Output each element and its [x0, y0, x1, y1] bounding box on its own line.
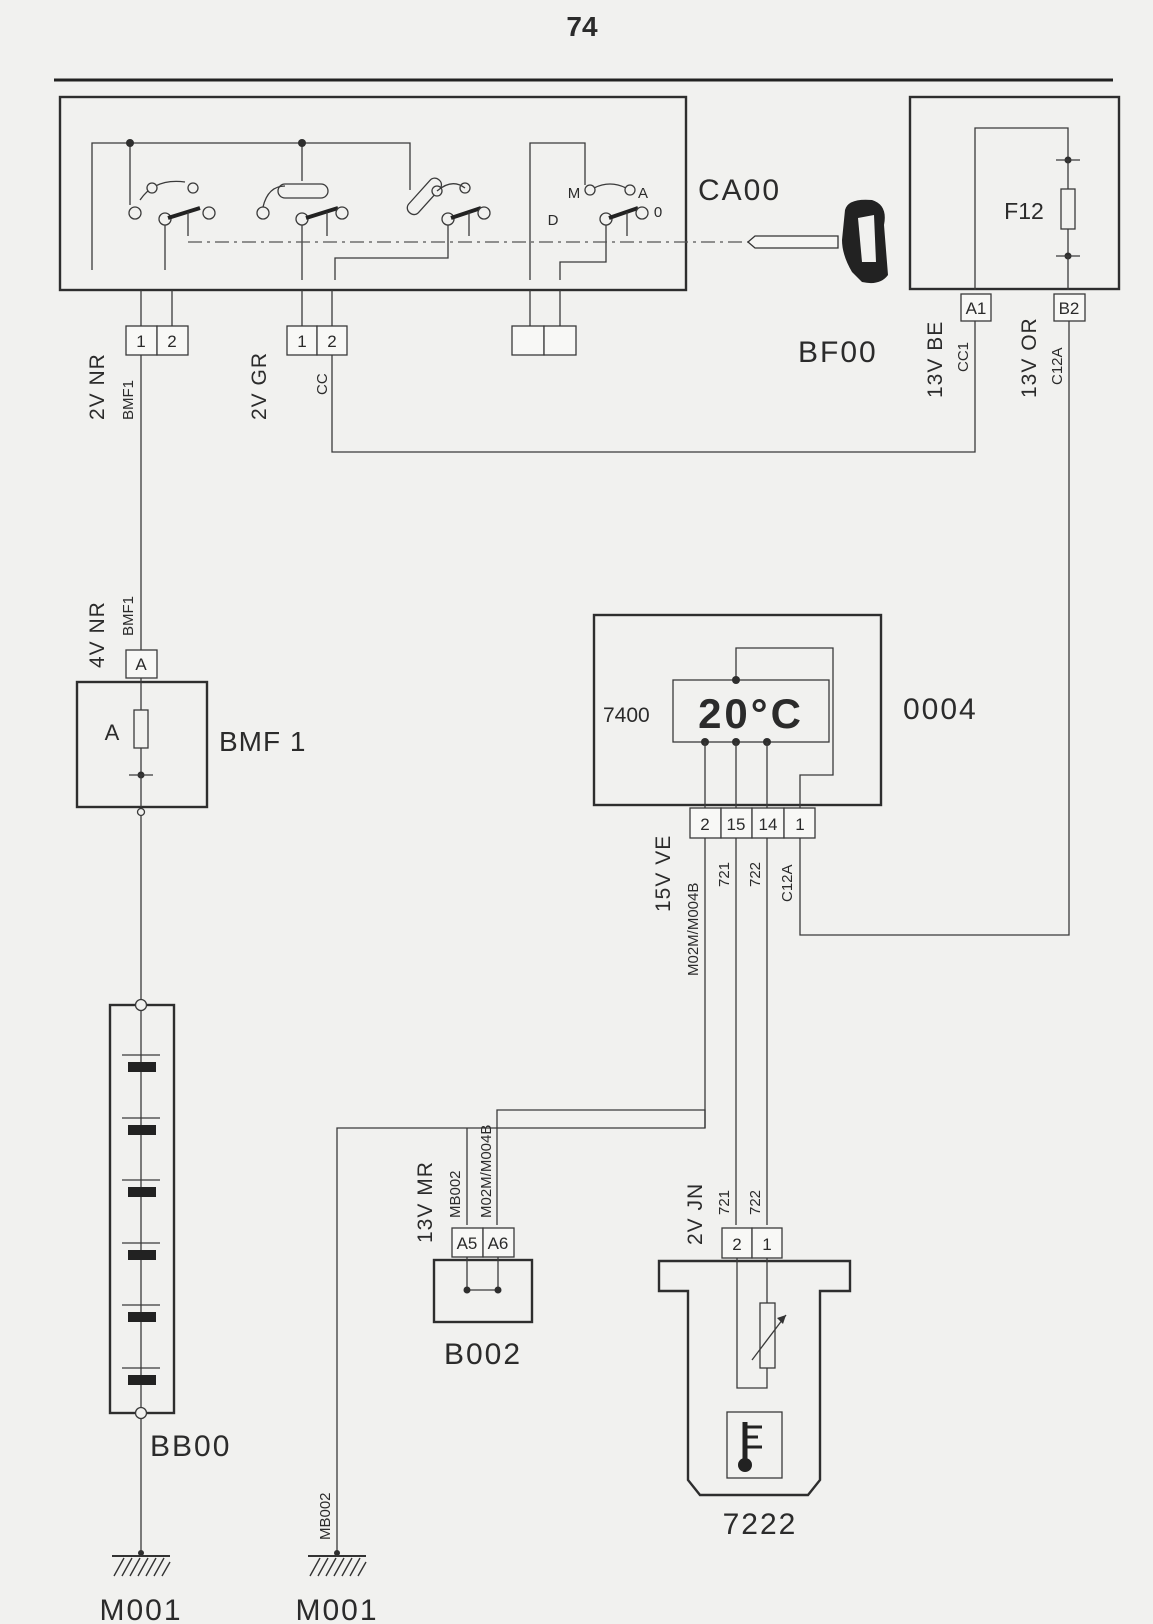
svg-text:2: 2 [327, 332, 336, 351]
svg-text:M001: M001 [295, 1594, 378, 1624]
switch-pos-d: D [548, 212, 559, 229]
wire-label-2v-nr: 2V NR [86, 353, 109, 420]
fuse-f12: F12 [1004, 198, 1044, 224]
sensor-code: 7222 [723, 1508, 798, 1541]
wire-mb002 [336, 838, 706, 1553]
earth-m001-left: M001 [99, 1550, 182, 1624]
wire-label-m02m-display: M02M/M004B [685, 883, 702, 976]
wire-label-mb002-b002: MB002 [447, 1170, 464, 1218]
fusebox-bf00-code: BF00 [798, 336, 878, 369]
svg-text:1: 1 [795, 815, 804, 834]
svg-text:A: A [135, 655, 147, 674]
wire-cc [331, 321, 976, 453]
wire-label-2v-jn: 2V JN [684, 1183, 707, 1245]
switch-code: CA00 [698, 174, 781, 207]
svg-text:B2: B2 [1059, 299, 1080, 318]
svg-text:1: 1 [762, 1235, 771, 1254]
wire-label-721-sensor: 721 [716, 1190, 733, 1215]
svg-text:15: 15 [727, 815, 746, 834]
display-reading: 20°C [698, 690, 804, 737]
wire-label-721-display: 721 [716, 862, 733, 887]
ignition-switch-ca00: M A D 0 CA00 [58, 95, 781, 292]
wire-label-mb002-bottom: MB002 [317, 1492, 334, 1540]
ground-block-code: B002 [444, 1338, 522, 1371]
svg-text:2: 2 [700, 815, 709, 834]
wire-label-cc1: CC1 [955, 342, 972, 372]
svg-text:A5: A5 [457, 1234, 478, 1253]
module-7400: 7400 [603, 704, 650, 727]
bf00-pin-b2: B2 [1053, 293, 1086, 322]
wire-label-c12a-top: C12A [1049, 347, 1066, 385]
earth-m001-right: M001 [295, 1550, 378, 1624]
display-code: 0004 [903, 693, 978, 726]
ca00-connector-mid: 1 2 [286, 290, 348, 356]
switch-pos-a: A [638, 185, 648, 202]
wire-label-2v-gr: 2V GR [248, 352, 271, 420]
temperature-sensor-7222: 2 1 7222 [657, 1227, 852, 1541]
thermometer-icon [726, 1411, 783, 1479]
ca00-connector-right [511, 290, 577, 356]
wire-label-c12a-display: C12A [779, 864, 796, 902]
page-number: 74 [566, 11, 598, 42]
svg-text:2: 2 [167, 332, 176, 351]
svg-text:2: 2 [732, 1235, 741, 1254]
ca00-connector-left: 1 2 [125, 290, 189, 356]
ground-block-b002: A5 A6 B002 [432, 1227, 534, 1371]
wire-label-722-sensor: 722 [747, 1190, 764, 1215]
battery-cells [122, 1054, 160, 1385]
battery-bb00: BB00 [108, 998, 231, 1463]
fuse-a: A [105, 720, 120, 745]
wire-c12a [799, 321, 1070, 936]
wire-label-13v-or: 13V OR [1018, 317, 1041, 398]
display-connector: 2 15 14 1 [689, 807, 816, 839]
wire-label-722-display: 722 [747, 862, 764, 887]
svg-text:1: 1 [297, 332, 306, 351]
fusebox-bmf1-code: BMF 1 [219, 726, 306, 757]
fusebox-bf00: F12 BF00 [798, 95, 1121, 369]
bf00-pin-a1: A1 [960, 293, 992, 322]
ignition-key-icon [747, 199, 888, 284]
wire-label-13v-be: 13V BE [924, 321, 947, 398]
fusebox-bmf1: A A BMF 1 [75, 649, 306, 809]
wire-label-bmf1-mid: BMF1 [120, 596, 137, 636]
svg-text:1: 1 [136, 332, 145, 351]
switch-pos-0: 0 [654, 204, 662, 221]
wire-label-15v-ve: 15V VE [652, 835, 675, 912]
wire-label-4v-nr: 4V NR [86, 601, 109, 668]
svg-text:A6: A6 [488, 1234, 509, 1253]
display-0004: 20°C 7400 0004 [592, 613, 978, 808]
switch-pos-m: M [568, 185, 581, 202]
wire-label-m02m-b002: M02M/M004B [478, 1125, 495, 1218]
wire-label-13v-mr: 13V MR [414, 1161, 437, 1243]
svg-text:A1: A1 [966, 299, 987, 318]
wire-label-bmf1-top: BMF1 [120, 380, 137, 420]
svg-text:M001: M001 [99, 1594, 182, 1624]
svg-text:14: 14 [759, 815, 778, 834]
battery-code: BB00 [150, 1430, 231, 1463]
wire-label-cc: CC [314, 373, 331, 395]
